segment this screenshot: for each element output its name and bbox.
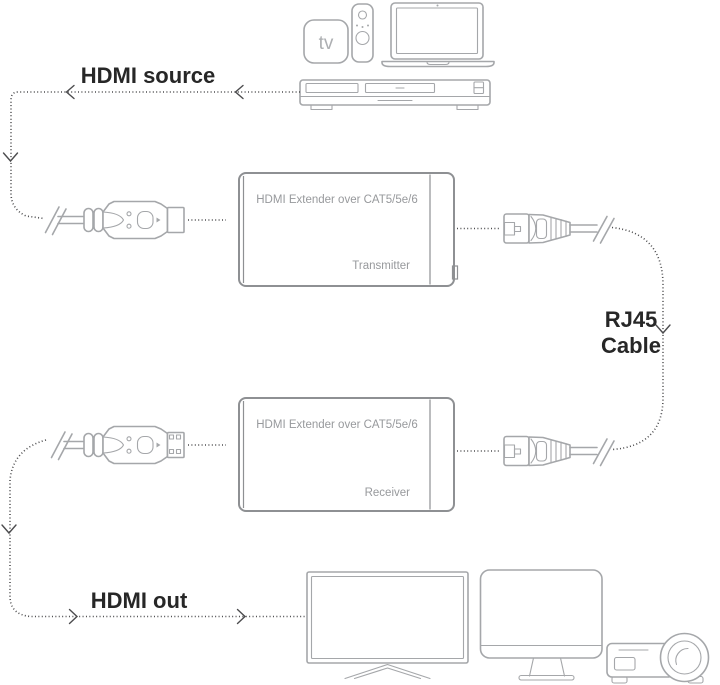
tv-box-label: tv bbox=[319, 33, 334, 54]
rj45-cable-label-line1: RJ45 bbox=[605, 307, 658, 332]
arrow-down-icon bbox=[2, 152, 19, 163]
transmitter-role-label: Transmitter bbox=[352, 260, 410, 272]
receiver-title: HDMI Extender over CAT5/5e/6 bbox=[256, 419, 418, 431]
hdmi-connector-receiver-icon bbox=[50, 425, 226, 465]
apple-tv-icon: tv bbox=[303, 19, 349, 64]
laptop-icon bbox=[381, 2, 495, 68]
rj45-cable-label-line2: Cable bbox=[601, 333, 661, 358]
hdmi-out-path bbox=[9, 439, 306, 618]
media-player-icon bbox=[299, 79, 491, 111]
arrow-left-icon bbox=[234, 84, 244, 100]
arrow-right-icon bbox=[236, 608, 247, 625]
hdmi-connector-transmitter-icon bbox=[44, 200, 226, 240]
hdmi-source-path bbox=[10, 91, 300, 220]
receiver-unit: HDMI Extender over CAT5/5e/6 Receiver bbox=[238, 397, 455, 512]
hdmi-source-connection: HDMI source bbox=[2, 63, 300, 220]
projector-icon bbox=[606, 632, 710, 684]
rj45-cable-connection: RJ45 Cable bbox=[601, 226, 671, 451]
hdmi-out-connection: HDMI out bbox=[1, 439, 306, 625]
arrow-down-icon bbox=[1, 524, 17, 535]
arrow-right-icon bbox=[68, 608, 79, 625]
hdmi-source-label: HDMI source bbox=[81, 63, 215, 88]
transmitter-unit: HDMI Extender over CAT5/5e/6 Transmitter bbox=[238, 172, 459, 287]
source-devices: tv bbox=[299, 2, 495, 111]
hdmi-out-label: HDMI out bbox=[91, 588, 188, 613]
monitor-icon bbox=[479, 569, 603, 681]
arrow-down-icon bbox=[655, 324, 671, 335]
transmitter-title: HDMI Extender over CAT5/5e/6 bbox=[256, 194, 418, 206]
receiver-role-label: Receiver bbox=[365, 487, 411, 499]
rj45-connector-receiver-icon bbox=[457, 435, 615, 467]
tv-icon bbox=[306, 571, 469, 680]
rj45-connector-transmitter-icon bbox=[457, 213, 615, 244]
remote-icon bbox=[351, 3, 374, 63]
arrow-left-icon bbox=[65, 84, 75, 100]
output-devices bbox=[306, 569, 710, 684]
